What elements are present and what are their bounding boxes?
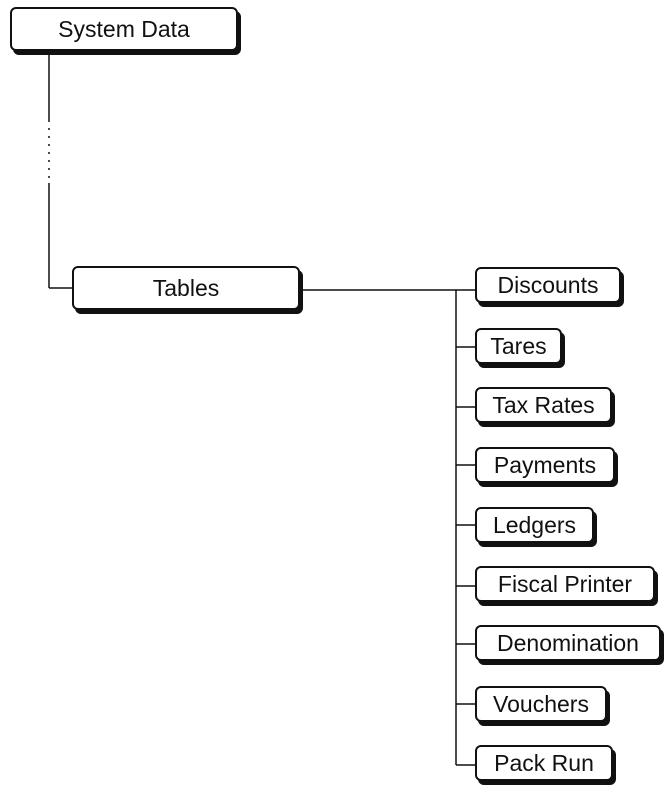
tables-node[interactable]: Tables [72, 266, 300, 310]
denomination-node[interactable]: Denomination [475, 625, 661, 661]
tares-node[interactable]: Tares [475, 328, 562, 364]
discounts-node[interactable]: Discounts [475, 267, 621, 303]
payments-label: Payments [493, 451, 597, 478]
tax-rates-label: Tax Rates [492, 391, 595, 418]
system-data-label: System Data [58, 15, 190, 42]
tax-rates-node[interactable]: Tax Rates [475, 387, 612, 423]
fiscal-printer-label: Fiscal Printer [497, 570, 633, 597]
vouchers-node[interactable]: Vouchers [475, 686, 607, 722]
tables-label: Tables [152, 274, 220, 301]
system-data-node[interactable]: System Data [10, 7, 238, 51]
tares-label: Tares [490, 332, 547, 359]
pack-run-node[interactable]: Pack Run [475, 745, 613, 781]
denomination-label: Denomination [497, 629, 639, 656]
pack-run-label: Pack Run [494, 749, 594, 776]
ledgers-label: Ledgers [492, 511, 577, 538]
fiscal-printer-node[interactable]: Fiscal Printer [475, 566, 655, 602]
payments-node[interactable]: Payments [475, 447, 615, 483]
ledgers-node[interactable]: Ledgers [475, 507, 594, 543]
discounts-label: Discounts [497, 271, 599, 298]
vouchers-label: Vouchers [493, 690, 589, 717]
